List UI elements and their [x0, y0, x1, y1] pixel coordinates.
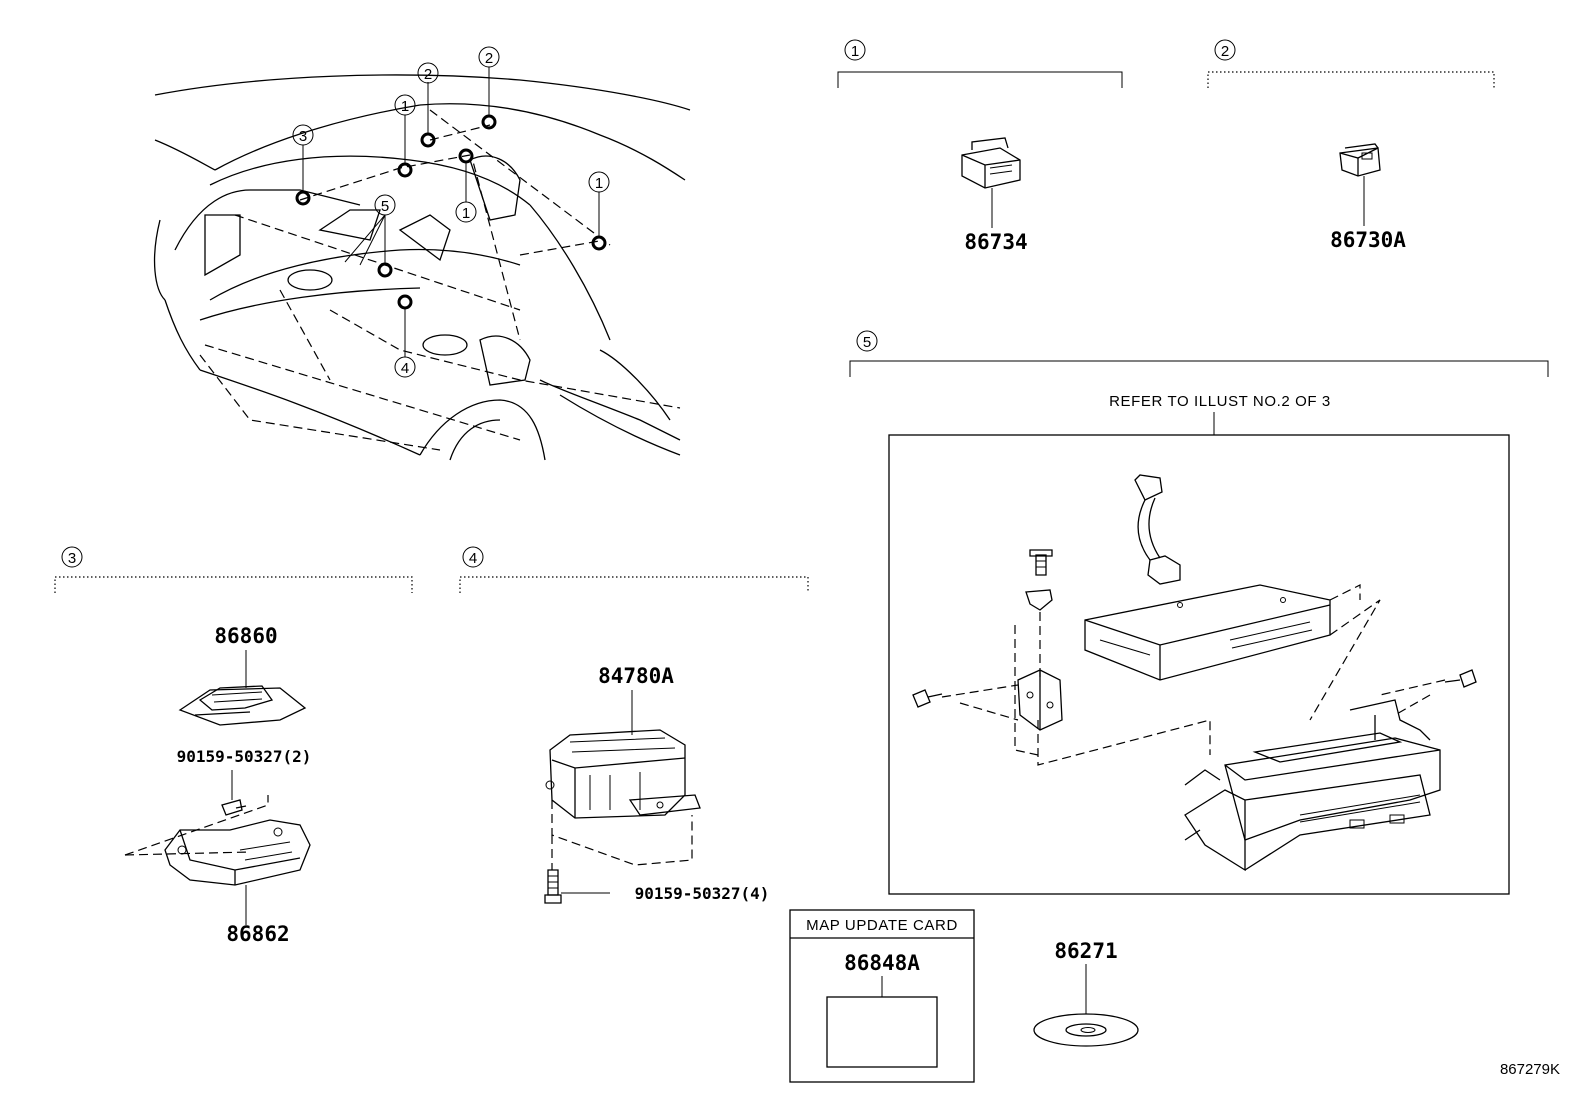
overview-callout-1c: 1 — [455, 201, 477, 223]
screw-right-shape — [1444, 669, 1477, 688]
svg-text:1: 1 — [595, 175, 603, 192]
svg-text:2: 2 — [424, 66, 432, 83]
connector-86730a-shape — [1339, 143, 1381, 177]
bolt-label-90159-50327-2: 90159-50327(2) — [177, 747, 312, 766]
part-number-86862: 86862 — [226, 922, 289, 946]
overview-callout-2a: 2 — [417, 62, 439, 84]
map-card-title: MAP UPDATE CARD — [806, 917, 958, 934]
bolt-shape-s4 — [544, 869, 562, 904]
part-number-86271: 86271 — [1054, 939, 1117, 963]
svg-text:2: 2 — [1221, 43, 1229, 60]
part-number-86848a: 86848A — [844, 951, 920, 975]
bolt-shape-s3 — [221, 799, 247, 816]
illustration-code: 867279K — [1500, 1061, 1560, 1078]
section-2-connector: 2 86730A — [1207, 39, 1495, 252]
module-84780a-shape — [545, 729, 701, 819]
svg-text:5: 5 — [381, 198, 389, 215]
part-number-86734: 86734 — [964, 230, 1027, 254]
overview-callout-3: 3 — [292, 124, 314, 146]
section-1-connector: 1 86734 — [837, 39, 1123, 254]
svg-text:3: 3 — [299, 128, 307, 145]
section-3-module: 3 86860 90159-50327(2) 86862 — [54, 546, 413, 946]
overview-callout-1a: 1 — [394, 94, 416, 116]
section-5-navigation-receiver: 5 REFER TO ILLUST NO.2 OF 3 — [849, 330, 1549, 895]
connector-86734-shape — [961, 137, 1021, 189]
part-number-86860: 86860 — [214, 624, 277, 648]
overview-callout-5: 5 — [374, 194, 396, 216]
sd-card-shape — [826, 996, 938, 1068]
svg-text:4: 4 — [401, 360, 409, 377]
cable-harness-shape — [1134, 474, 1181, 585]
bracket-left-shape — [1017, 669, 1063, 731]
svg-text:3: 3 — [68, 550, 76, 567]
module-86860-shape — [178, 685, 307, 726]
detail-frame — [888, 434, 1510, 895]
screw-top-shape — [1025, 549, 1053, 611]
overview-callout-2b: 2 — [478, 46, 500, 68]
bolt-label-90159-50327-4: 90159-50327(4) — [635, 884, 770, 903]
screw-left-shape — [912, 689, 943, 708]
disc-86271: 86271 — [1033, 939, 1139, 1047]
svg-text:4: 4 — [469, 550, 477, 567]
receiver-unit-shape — [1084, 584, 1331, 681]
svg-text:1: 1 — [851, 43, 859, 60]
section-4-module: 4 84780A 90159-50327(4) — [459, 546, 809, 904]
svg-text:1: 1 — [462, 205, 470, 222]
refer-note: REFER TO ILLUST NO.2 OF 3 — [1109, 393, 1331, 410]
map-update-card-box: MAP UPDATE CARD 86848A — [789, 909, 975, 1083]
overview-callout-1b: 1 — [588, 171, 610, 193]
part-number-84780a: 84780A — [598, 664, 674, 688]
overview-callout-4: 4 — [394, 356, 416, 378]
display-unit-shape — [1184, 699, 1441, 872]
bracket-86862-shape — [164, 819, 311, 886]
svg-text:5: 5 — [863, 334, 871, 351]
disc-outer-shape — [1033, 1013, 1139, 1047]
vehicle-overview-illustration — [153, 67, 691, 461]
svg-text:2: 2 — [485, 50, 493, 67]
part-number-86730a: 86730A — [1330, 228, 1406, 252]
svg-text:1: 1 — [401, 98, 409, 115]
